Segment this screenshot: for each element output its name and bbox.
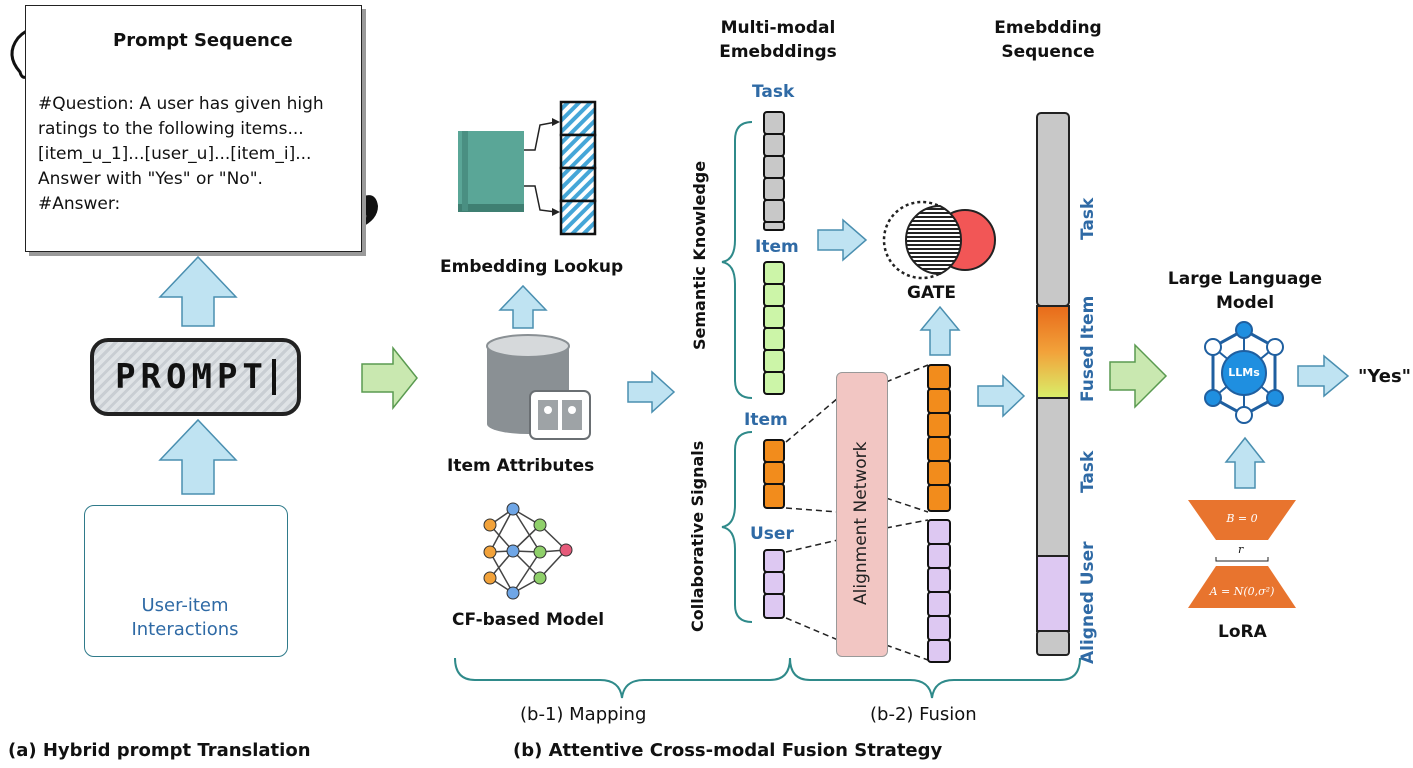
fusion-label: (b-2) Fusion xyxy=(870,704,977,725)
gate-venn-icon xyxy=(882,200,996,280)
sequence-header-line: Sequence xyxy=(1001,42,1095,62)
semantic-brace xyxy=(721,121,753,399)
item-semantic-token-stack xyxy=(763,261,785,395)
cf-network-nodes xyxy=(483,502,573,600)
caption-b: (b) Attentive Cross-modal Fusion Strateg… xyxy=(513,740,943,761)
alignment-network-block xyxy=(836,372,888,657)
multimodal-header-line: Multi-modal xyxy=(720,18,836,38)
prompt-line: ratings to the following items... xyxy=(38,119,304,139)
cf-network-icon xyxy=(489,508,568,594)
user-token-stack xyxy=(763,549,785,619)
seq-label-task-1: Task xyxy=(1078,197,1098,240)
lora-label: LoRA xyxy=(1218,622,1267,642)
prompt-button-label: PROMPT xyxy=(115,357,268,397)
lora-a-label: A = N(0,σ²) xyxy=(1209,585,1275,598)
alignment-dashed-lines xyxy=(785,364,929,661)
sequence-header-line: Emebdding xyxy=(994,18,1102,38)
gate-label: GATE xyxy=(907,283,956,303)
up-arrow-to-prompt-button xyxy=(158,418,238,495)
embedding-lookup-label: Embedding Lookup xyxy=(440,257,624,277)
interactions-label-line: Interactions xyxy=(131,619,239,640)
lora-b-label: B = 0 xyxy=(1226,512,1258,525)
seq-label-task-2: Task xyxy=(1078,450,1098,493)
user-item-interactions-box xyxy=(84,505,288,657)
llm-title: Large Language Model xyxy=(1160,267,1330,315)
mapping-label: (b-1) Mapping xyxy=(520,704,647,725)
llm-title-line: Model xyxy=(1215,293,1275,313)
prompt-panel-title: Prompt Sequence xyxy=(113,30,293,51)
fusion-bracket xyxy=(789,657,1081,699)
item-cf-token-stack xyxy=(763,439,785,509)
database-icon xyxy=(486,334,591,440)
prompt-line: #Question: A user has given high xyxy=(38,94,324,114)
lora-b-matrix xyxy=(1188,500,1296,540)
up-arrow-lora-to-llm xyxy=(1224,436,1266,489)
green-arrow-to-mapping xyxy=(361,345,418,411)
output-label: "Yes" xyxy=(1358,366,1412,387)
item-semantic-label: Item xyxy=(755,237,799,257)
interactions-label-line: User-item xyxy=(141,595,229,616)
cf-model-label: CF-based Model xyxy=(452,610,605,630)
aligned-item-stack xyxy=(927,364,951,512)
lookup-embedding-blocks xyxy=(559,100,597,236)
prompt-lines: #Question: A user has given high ratings… xyxy=(38,92,358,217)
arrow-to-output xyxy=(1297,354,1350,398)
arrow-to-sequence xyxy=(977,374,1026,418)
task-label: Task xyxy=(752,82,795,102)
prompt-button: PROMPT xyxy=(90,338,301,416)
prompt-line: Answer with "Yes" or "No". xyxy=(38,169,263,189)
up-arrow-aligned-to-gate xyxy=(919,305,961,356)
text-cursor-icon xyxy=(271,359,276,395)
user-label: User xyxy=(750,524,794,544)
prompt-sequence-panel xyxy=(25,5,362,252)
lora-r-label: r xyxy=(1238,543,1244,556)
llm-node-label: LLMs xyxy=(1228,366,1260,379)
interactions-label: User-item Interactions xyxy=(84,594,286,642)
aligned-user-stack xyxy=(927,519,951,663)
arrow-to-multimodal xyxy=(627,370,676,414)
up-arrow-to-prompt-box xyxy=(158,255,238,327)
multimodal-header-line: Emebddings xyxy=(719,42,837,62)
llm-network-icon xyxy=(1204,321,1284,424)
prompt-line: [item_u_1]...[user_u]...[item_i]... xyxy=(38,144,312,164)
item-cf-label: Item xyxy=(744,410,788,430)
lora-a-matrix xyxy=(1188,566,1296,608)
task-token-stack xyxy=(763,111,785,231)
up-arrow-to-lookup xyxy=(498,284,548,329)
arrow-to-gate xyxy=(817,218,868,262)
collaborative-signals-label: Collaborative Signals xyxy=(688,440,707,632)
caption-a: (a) Hybrid prompt Translation xyxy=(8,740,311,761)
green-arrow-to-llm xyxy=(1109,343,1168,409)
embedding-sequence-bar xyxy=(1036,112,1070,656)
lora-r-bracket xyxy=(1215,557,1269,562)
semantic-knowledge-label: Semantic Knowledge xyxy=(690,160,709,350)
mapping-bracket xyxy=(454,657,791,699)
item-attributes-label: Item Attributes xyxy=(447,456,595,476)
multimodal-header: Multi-modal Emebddings xyxy=(708,16,848,64)
sequence-header: Emebdding Sequence xyxy=(978,16,1118,64)
collaborative-brace xyxy=(721,431,753,623)
prompt-line: #Answer: xyxy=(38,194,121,214)
book-icon xyxy=(458,118,560,216)
seq-label-aligned-user: Aligned User xyxy=(1078,541,1098,664)
llm-title-line: Large Language xyxy=(1167,269,1323,289)
seq-label-fused-item: Fused Item xyxy=(1078,295,1098,402)
alignment-network-label: Alignment Network xyxy=(851,441,871,605)
